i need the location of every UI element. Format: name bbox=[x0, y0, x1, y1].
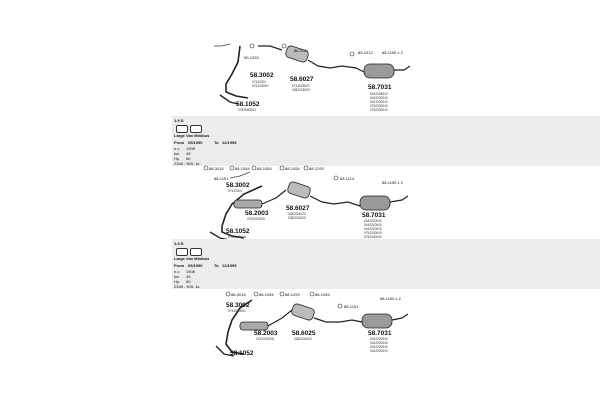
part-sub-4: 0752030040 bbox=[364, 231, 382, 235]
part-number: 58.2003 bbox=[254, 330, 278, 337]
code-label: 89-1012 bbox=[358, 50, 373, 55]
model-label: Large Van Minibus bbox=[174, 133, 210, 138]
part-sub-5: 0752030040 bbox=[364, 235, 382, 239]
code-label: 88-1293 bbox=[285, 292, 300, 297]
code-label: 88-1293 bbox=[309, 166, 324, 171]
part-sub-5: 0752030040 bbox=[370, 108, 388, 112]
engine-label: 1.9 D bbox=[174, 118, 184, 123]
part-sub-2: 0442020040 bbox=[370, 341, 388, 345]
spec-key: Hp. bbox=[174, 279, 181, 284]
van-icon bbox=[176, 125, 188, 133]
code-label: 88-1054 bbox=[257, 166, 272, 171]
to-label: To bbox=[214, 263, 219, 268]
part-sub-2: 0382024020 bbox=[292, 88, 310, 92]
code-label: 88-3016 bbox=[231, 292, 246, 297]
vehicle-info-band-2 bbox=[172, 239, 600, 289]
code-label: 88-1151 bbox=[344, 304, 359, 309]
from-label: From bbox=[174, 140, 184, 145]
code-label: 88-1190 x 2 bbox=[382, 50, 403, 55]
band-note: 2348 - NSL 1s bbox=[174, 284, 200, 289]
spec-value: 60 bbox=[186, 279, 191, 284]
minibus-icon bbox=[190, 125, 202, 133]
from-value: 05/1990 bbox=[188, 263, 203, 268]
part-sub-1: 0382024020 bbox=[288, 212, 306, 216]
part-sub-2: 0382024020 bbox=[288, 216, 306, 220]
code-label: 88-3016 bbox=[209, 166, 224, 171]
part-number: 58.7031 bbox=[368, 84, 392, 91]
code-label: 88-1190 x 2 bbox=[380, 296, 401, 301]
part-sub-3: 0441030040 bbox=[370, 100, 388, 104]
part-sub-1: 07432001 bbox=[228, 189, 243, 193]
model-label: Large Van Minibus bbox=[174, 256, 210, 261]
part-sub-1: 0752040418 bbox=[228, 235, 246, 239]
part-sub-2: 0442020040 bbox=[370, 96, 388, 100]
vehicle-info-band-1 bbox=[172, 116, 600, 166]
code-label: 90-1293 bbox=[244, 55, 259, 60]
code-label: 88-1151 bbox=[214, 176, 229, 181]
part-sub-1: 0752500053 bbox=[238, 108, 256, 112]
part-sub-3: 0442020040 bbox=[370, 345, 388, 349]
part-sub-1: 0743020001 bbox=[228, 309, 246, 313]
part-sub-4: 0752030040 bbox=[370, 104, 388, 108]
spec-value: 1908 bbox=[186, 146, 195, 151]
part-sub-1: 0442020040 bbox=[364, 219, 382, 223]
part-number: 58.3002 bbox=[226, 302, 250, 309]
spec-value: 1908 bbox=[186, 269, 195, 274]
part-sub-1: 0382024020 bbox=[294, 337, 312, 341]
part-number: 58.6027 bbox=[290, 76, 314, 83]
spec-value: 45 bbox=[186, 274, 191, 279]
part-sub-1: 0752020208 bbox=[247, 217, 265, 221]
part-number: 58.3002 bbox=[250, 72, 274, 79]
code-label: 88-1054 bbox=[259, 292, 274, 297]
band-note: 2348 - NSL 1s bbox=[174, 161, 200, 166]
part-number: 58.1052 bbox=[226, 228, 250, 235]
code-label: 88-1054 bbox=[235, 166, 250, 171]
from-value: 05/1990 bbox=[188, 140, 203, 145]
part-number: 58.3002 bbox=[226, 182, 250, 189]
to-value: 12/1995 bbox=[222, 140, 237, 145]
from-label: From bbox=[174, 263, 184, 268]
code-label: 88-1190 x 2 bbox=[382, 180, 403, 185]
part-number: 58.1052 bbox=[230, 350, 254, 357]
part-sub-3: 0442020020 bbox=[364, 227, 382, 231]
part-number: 58.7031 bbox=[362, 212, 386, 219]
part-number: 58.2003 bbox=[245, 210, 269, 217]
part-sub-2: 07512020H bbox=[252, 84, 269, 88]
engine-label: 1.9 D bbox=[174, 241, 184, 246]
part-number: 58.6025 bbox=[292, 330, 316, 337]
spec-key: kw. bbox=[174, 151, 180, 156]
part-sub-2: 0442020040 bbox=[364, 223, 382, 227]
part-number: 58.7031 bbox=[368, 330, 392, 337]
part-sub-1: 0743028020 bbox=[292, 84, 310, 88]
part-sub-1: 07432001 bbox=[252, 80, 267, 84]
spec-key: Hp. bbox=[174, 156, 181, 161]
van-icon bbox=[176, 248, 188, 256]
minibus-icon bbox=[190, 248, 202, 256]
spec-value: 45 bbox=[186, 151, 191, 156]
part-sub-1: 0442028040 bbox=[370, 92, 388, 96]
spec-key: e.c. bbox=[174, 269, 181, 274]
code-label: 88-1054 bbox=[285, 166, 300, 171]
spec-key: e.c. bbox=[174, 146, 181, 151]
to-value: 12/1995 bbox=[222, 263, 237, 268]
part-sub-1: 0442020040 bbox=[370, 337, 388, 341]
part-sub-4: 0442020020 bbox=[370, 349, 388, 353]
part-number: 58.6027 bbox=[286, 205, 310, 212]
part-sub-1: 0742020208 bbox=[256, 337, 274, 341]
code-label: 88-1054 bbox=[315, 292, 330, 297]
spec-key: kw. bbox=[174, 274, 180, 279]
code-label: 88-1114 bbox=[340, 176, 355, 181]
code-label: 88-1151 bbox=[294, 48, 309, 53]
spec-value: 60 bbox=[186, 156, 191, 161]
to-label: To bbox=[214, 140, 219, 145]
part-number: 58.1052 bbox=[236, 101, 260, 108]
